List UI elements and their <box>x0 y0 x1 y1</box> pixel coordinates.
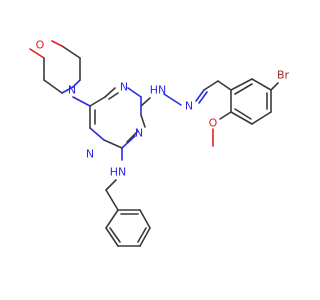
molecule-diagram: O N N N N HN N HN Br O <box>29 39 290 247</box>
benzylamine-group <box>105 147 151 247</box>
morpholine-ring <box>29 40 91 107</box>
hydrazone-nh-label: HN <box>150 84 167 97</box>
methoxy-oxygen-label: O <box>209 117 218 130</box>
triazine-nitrogen-label-3: N <box>135 127 143 140</box>
molecule-structure: O N N N N HN N HN Br O <box>29 39 290 247</box>
triazine-nitrogen-label-2: N <box>86 148 94 161</box>
amine-nh-label: HN <box>110 166 127 179</box>
bromine-label: Br <box>277 69 290 82</box>
bromomethoxyphenyl-ring <box>212 78 279 147</box>
morpholine-oxygen-label: O <box>36 39 45 52</box>
triazine-nitrogen-label-1: N <box>120 81 128 94</box>
hydrazone-linker <box>140 80 219 107</box>
atom-labels: O N N N N HN N HN Br O <box>36 39 290 179</box>
hydrazone-nitrogen-label: N <box>185 100 193 113</box>
morpholine-nitrogen-label: N <box>68 84 76 97</box>
